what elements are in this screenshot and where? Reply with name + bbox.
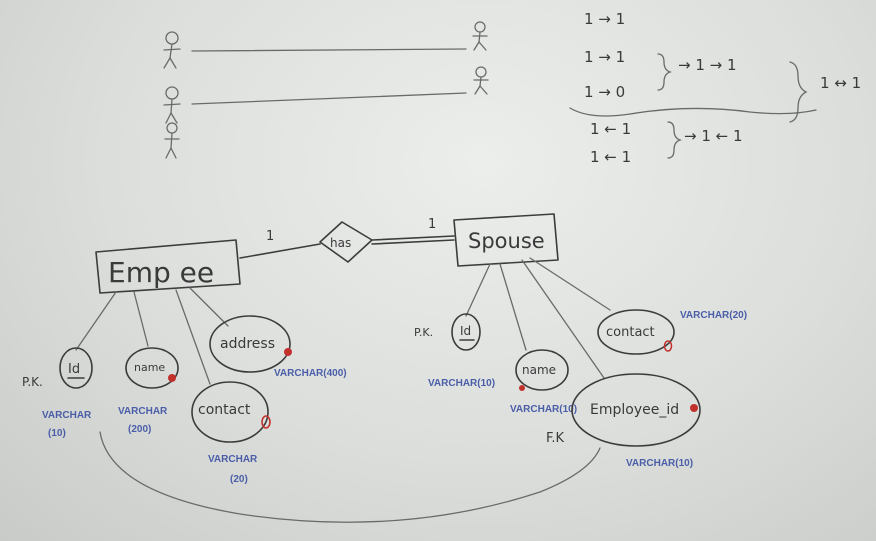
card-final: 1 ↔ 1 bbox=[820, 74, 861, 92]
card-result-2: → 1 ← 1 bbox=[684, 127, 743, 145]
card-left: 1 bbox=[266, 229, 274, 244]
spouse-attr-name: name VARCHAR(10) bbox=[510, 349, 577, 415]
employee-id-text: Id bbox=[68, 362, 80, 377]
spouse-name-type: VARCHAR(10) bbox=[510, 404, 577, 415]
employee-name-type-2: (200) bbox=[128, 424, 151, 435]
spouse-contact-text: contact bbox=[606, 325, 655, 340]
employee-id-type-2: (10) bbox=[48, 428, 66, 439]
spouse-attribute-lines bbox=[465, 257, 611, 379]
employee-contact-type-1: VARCHAR bbox=[208, 454, 258, 465]
employee-attr-id: Id P.K. VARCHAR (10) bbox=[22, 347, 93, 439]
employee-contact-type-2: (20) bbox=[230, 474, 248, 485]
stick-figures-left bbox=[163, 31, 181, 159]
has-relationship: has 1 1 bbox=[239, 217, 455, 263]
employee-attr-contact: contact VARCHAR (20) bbox=[191, 381, 271, 485]
relationship-label: has bbox=[330, 236, 351, 250]
employee-address-type: VARCHAR(400) bbox=[274, 368, 347, 379]
employee-address-text: address bbox=[220, 336, 275, 352]
card-note-4: 1 ← 1 bbox=[590, 120, 631, 138]
foreign-key-reference-curve bbox=[99, 431, 601, 523]
card-note-3: 1 → 0 bbox=[584, 83, 625, 101]
spouse-id-type: VARCHAR(10) bbox=[428, 378, 495, 389]
spouse-contact-type: VARCHAR(20) bbox=[680, 310, 747, 321]
employee-id-type-1: VARCHAR bbox=[42, 410, 92, 421]
spouse-entity-label: Spouse bbox=[468, 229, 545, 253]
employee-entity-label: Emp ee bbox=[108, 256, 214, 289]
spouse-attr-id: Id P.K. VARCHAR(10) bbox=[414, 313, 495, 389]
employee-name-type-1: VARCHAR bbox=[118, 406, 168, 417]
spouse-entity: Spouse bbox=[453, 213, 559, 267]
spouse-employee-id-type: VARCHAR(10) bbox=[626, 458, 693, 469]
spouse-attr-employee-id: Employee_id F.K VARCHAR(10) bbox=[546, 373, 701, 469]
spouse-pk-label: P.K. bbox=[414, 326, 433, 339]
spouse-employee-id-text: Employee_id bbox=[590, 402, 679, 418]
spouse-id-text: Id bbox=[460, 324, 471, 338]
spouse-name-text: name bbox=[522, 363, 556, 377]
employee-pk-label: P.K. bbox=[22, 375, 43, 389]
relation-line-top bbox=[191, 48, 467, 52]
employee-attribute-lines bbox=[75, 287, 229, 385]
spouse-fk-label: F.K bbox=[546, 431, 565, 446]
card-note-1: 1 → 1 bbox=[584, 10, 625, 28]
employee-name-text: name bbox=[134, 361, 165, 374]
card-note-5: 1 ← 1 bbox=[590, 148, 631, 166]
stick-figures-right bbox=[472, 21, 489, 95]
employee-contact-text: contact bbox=[198, 402, 251, 418]
card-right: 1 bbox=[428, 217, 436, 232]
spouse-attr-contact: contact VARCHAR(20) bbox=[597, 309, 747, 355]
employee-entity: Emp ee bbox=[95, 239, 241, 294]
card-note-2: 1 → 1 bbox=[584, 48, 625, 66]
employee-attr-address: address VARCHAR(400) bbox=[209, 315, 347, 379]
cardinality-notes: 1 → 1 1 → 1 1 → 0 → 1 → 1 1 ← 1 1 ← 1 → … bbox=[569, 10, 861, 166]
card-result-1: → 1 → 1 bbox=[678, 56, 737, 74]
employee-attr-name: name VARCHAR (200) bbox=[118, 347, 179, 435]
relation-line-middle bbox=[191, 92, 467, 105]
